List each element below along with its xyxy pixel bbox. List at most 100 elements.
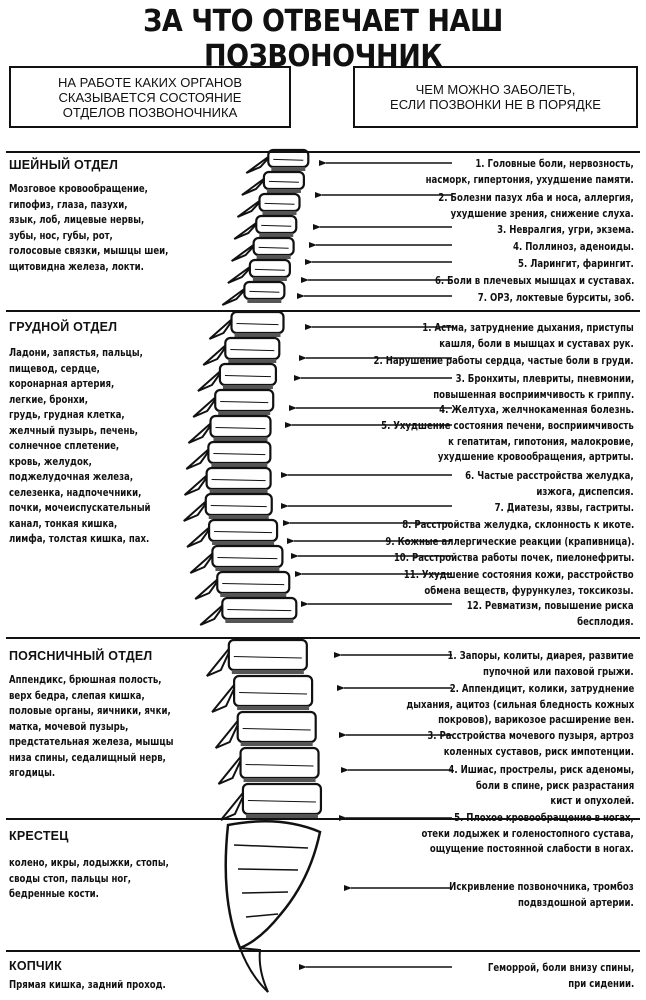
vertebra-process — [208, 315, 237, 340]
intervertebral-disc — [245, 814, 318, 818]
vertebra-process — [220, 787, 248, 821]
intervertebral-disc — [213, 437, 268, 441]
vertebra-shading — [249, 290, 280, 293]
vertebra-shading — [220, 401, 269, 404]
intervertebral-disc — [252, 277, 287, 281]
vertebra-body — [214, 388, 275, 413]
vertebra-process — [227, 263, 255, 284]
intervertebral-disc — [237, 706, 310, 710]
divider-cervical — [6, 151, 640, 153]
vertebra-body — [241, 782, 323, 816]
vertebra-shading — [273, 158, 304, 161]
vertebra-shading — [227, 609, 292, 612]
vertebra-shading — [215, 427, 266, 430]
divider-lumbar — [6, 637, 640, 639]
disease-cervical-3: 3. Невралгия, угри, экзема. — [496, 225, 634, 236]
disease-thoracic-8: 8. Расстройства желудка, склонность к ик… — [401, 520, 634, 531]
disease-thoracic-3: 3. Бронхиты, плевриты, пневмонии, повыше… — [433, 374, 634, 401]
disease-cervical-1: 1. Головные боли, нервозность, насморк, … — [425, 159, 634, 186]
organs-header-text: НА РАБОТЕ КАКИХ ОРГАНОВ СКАЗЫВАЕТСЯ СОСТ… — [57, 74, 243, 120]
intervertebral-disc — [259, 233, 294, 237]
vertebra-body — [258, 192, 301, 213]
intervertebral-disc — [234, 333, 281, 337]
organs-lumbar: Аппендикс, брюшная полость, верх бедра, … — [9, 675, 174, 779]
disease-lumbar-5: 5. Плохое кровообращение в ногах, отеки … — [421, 813, 634, 855]
vertebra-process — [185, 445, 214, 470]
vertebra-shading — [264, 202, 295, 205]
divider-sacrum — [6, 818, 640, 820]
intervertebral-disc — [247, 299, 282, 303]
disease-thoracic-10: 10. Расстройства работы почек, пиелонефр… — [393, 553, 634, 564]
spine-vertebrae — [183, 148, 323, 993]
vertebra-process — [183, 471, 212, 496]
vertebra-process — [192, 393, 221, 418]
vertebra-body — [209, 414, 272, 439]
organs-coccyx: Прямая кишка, задний проход. — [9, 980, 166, 991]
intervertebral-disc — [211, 463, 268, 467]
vertebra-body — [230, 310, 285, 335]
disease-cervical-5: 5. Ларингит, фарингит. — [518, 259, 634, 270]
vertebra-shading — [217, 557, 278, 560]
vertebra-shading — [224, 375, 271, 378]
vertebra-process — [221, 285, 250, 306]
intervertebral-disc — [208, 515, 269, 519]
disease-coccyx-1: Геморрой, боли внизу спины, при сидении. — [487, 963, 634, 990]
disease-sacrum-1: Искривление позвоночника, тромбоз подвзд… — [449, 882, 634, 909]
vertebra-shading — [210, 505, 267, 508]
vertebra-process — [197, 367, 225, 392]
disease-thoracic-5: 5. Ухудшение состояния печени, восприимч… — [381, 421, 634, 463]
sacrum-ridge — [241, 891, 289, 894]
vertebra-shading — [245, 764, 314, 767]
vertebra-process — [189, 549, 218, 574]
vertebra-body — [207, 440, 272, 465]
vertebra-process — [217, 751, 246, 785]
disease-lumbar-3: 3. Расстройства мочевого пузыря, артроз … — [427, 731, 634, 758]
vertebra-body — [216, 570, 291, 595]
intervertebral-disc — [222, 385, 273, 389]
disease-cervical-2: 2. Болезни пазух лба и носа, аллергия, у… — [438, 193, 634, 220]
vertebra-shading — [214, 531, 273, 534]
disease-thoracic-1: 1. Астма, затруднение дыхания, приступы … — [422, 323, 634, 350]
vertebra-shading — [222, 583, 285, 586]
vertebra-process — [206, 643, 234, 677]
vertebra-process — [231, 241, 259, 262]
vertebra-body — [252, 236, 295, 257]
vertebra-shading — [242, 728, 311, 731]
disease-cervical-6: 6. Боли в плечевых мышцах и суставах. — [434, 276, 634, 287]
coccyx — [238, 946, 269, 993]
vertebra-shading — [261, 224, 292, 227]
section-title-cervical: ШЕЙНЫЙ ОТДЕЛ — [9, 158, 119, 172]
vertebra-shading — [233, 656, 302, 659]
organs-cervical: Мозговое кровообращение, гипофиз, глаза,… — [9, 184, 169, 273]
vertebra-body — [211, 544, 284, 569]
intervertebral-disc — [212, 541, 275, 545]
vertebra-body — [255, 214, 298, 235]
vertebra-body — [204, 492, 273, 517]
vertebra-shading — [258, 246, 289, 249]
vertebra-process — [241, 175, 269, 196]
vertebra-body — [239, 746, 320, 780]
vertebra-body — [205, 466, 272, 491]
vertebra-process — [233, 219, 261, 240]
vertebra-body — [221, 596, 298, 621]
disease-thoracic-4: 4. Желтуха, желчнокаменная болезнь. — [439, 405, 634, 416]
intervertebral-disc — [271, 167, 306, 171]
disease-thoracic-7: 7. Диатезы, язвы, гастриты. — [494, 503, 634, 514]
organs-thoracic: Ладони, запястья, пальцы, пищевод, сердц… — [9, 348, 151, 545]
intervertebral-disc — [256, 255, 291, 259]
intervertebral-disc — [231, 670, 304, 674]
intervertebral-disc — [266, 189, 301, 193]
vertebra-shading — [239, 692, 308, 695]
disease-thoracic-2: 2. Нарушение работы сердца, частые боли … — [373, 356, 634, 367]
intervertebral-disc — [228, 359, 277, 363]
vertebra-process — [211, 679, 240, 713]
vertebra-shading — [247, 800, 316, 803]
vertebra-shading — [230, 349, 275, 352]
sacrum-ridge — [245, 913, 279, 918]
divider-thoracic — [6, 310, 640, 312]
vertebra-body — [262, 170, 305, 191]
vertebra-process — [194, 575, 223, 600]
vertebra-body — [218, 362, 278, 387]
vertebra-process — [186, 523, 214, 548]
diseases-header-box: ЧЕМ МОЖНО ЗАБОЛЕТЬ, ЕСЛИ ПОЗВОНКИ НЕ В П… — [353, 66, 638, 128]
